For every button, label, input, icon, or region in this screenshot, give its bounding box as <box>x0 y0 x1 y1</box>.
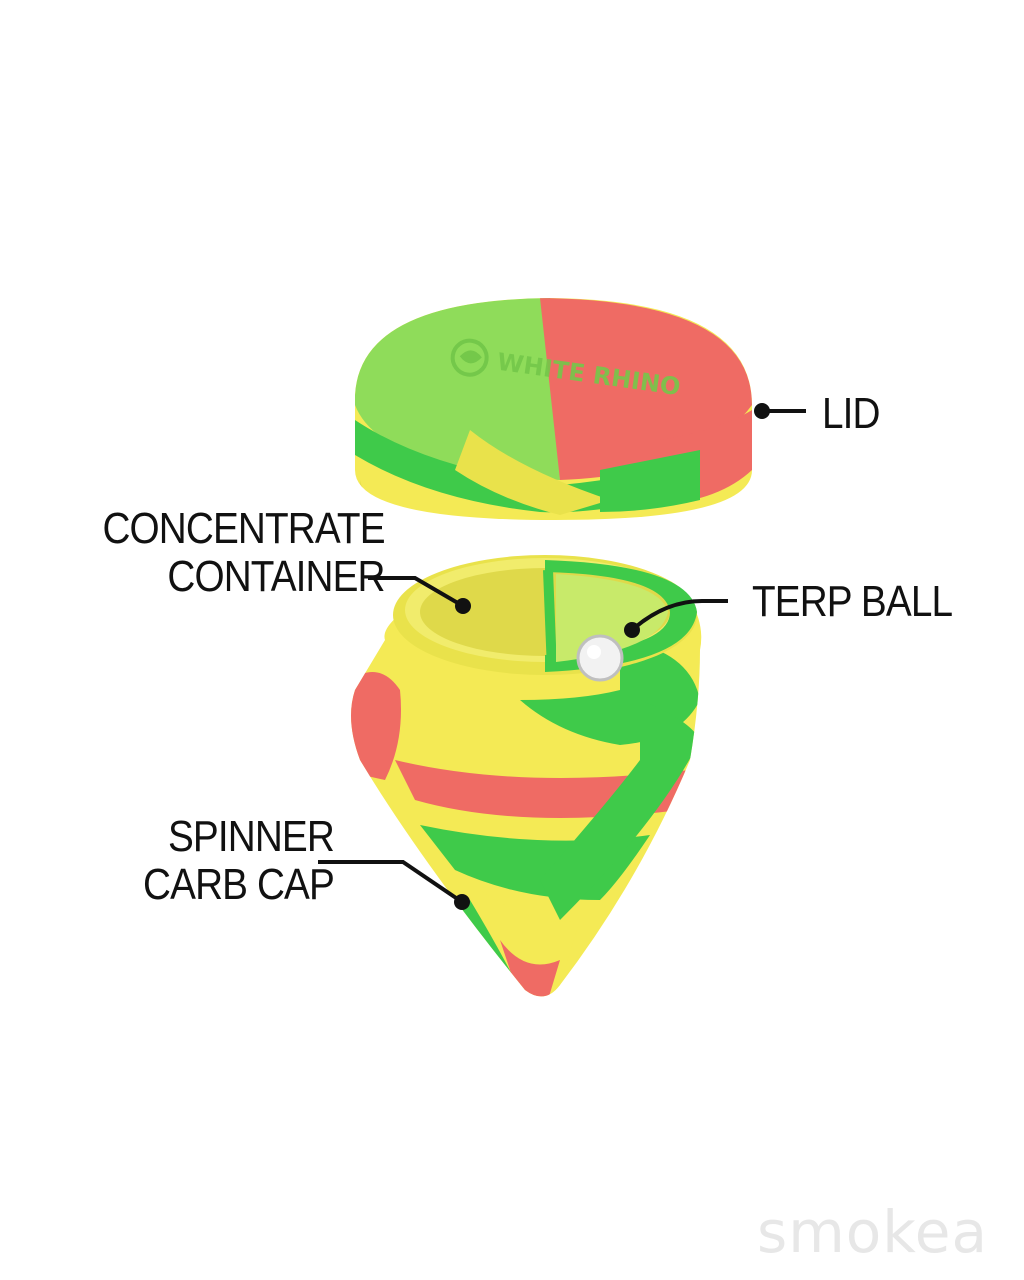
callout-terp-line-1: TERP BALL <box>752 577 953 626</box>
callout-terp-ball: TERP BALL <box>752 577 953 626</box>
leader-lines <box>318 409 806 904</box>
leader-spinner <box>318 860 464 904</box>
leader-dot-spinner <box>454 894 470 910</box>
concentrate-container <box>393 555 697 675</box>
callout-spinner-line-2: CARB CAP <box>143 860 335 909</box>
leader-dot-lid <box>754 403 770 419</box>
callout-spinner-carb-cap: SPINNER CARB CAP <box>143 812 335 909</box>
callout-concentrate-container: CONCENTRATE CONTAINER <box>102 504 385 601</box>
watermark: smokea <box>757 1198 988 1266</box>
callout-container-line-2: CONTAINER <box>167 552 385 601</box>
leader-dot-container <box>455 598 471 614</box>
leader-dot-terp <box>624 622 640 638</box>
callout-lid: LID <box>822 389 881 438</box>
leader-terp <box>630 599 728 632</box>
callout-lid-line-1: LID <box>822 389 881 438</box>
leader-container <box>368 576 465 608</box>
terp-ball <box>576 634 624 682</box>
callout-container-line-1: CONCENTRATE <box>102 504 385 553</box>
lid <box>355 298 752 520</box>
callout-spinner-line-1: SPINNER <box>167 812 335 861</box>
